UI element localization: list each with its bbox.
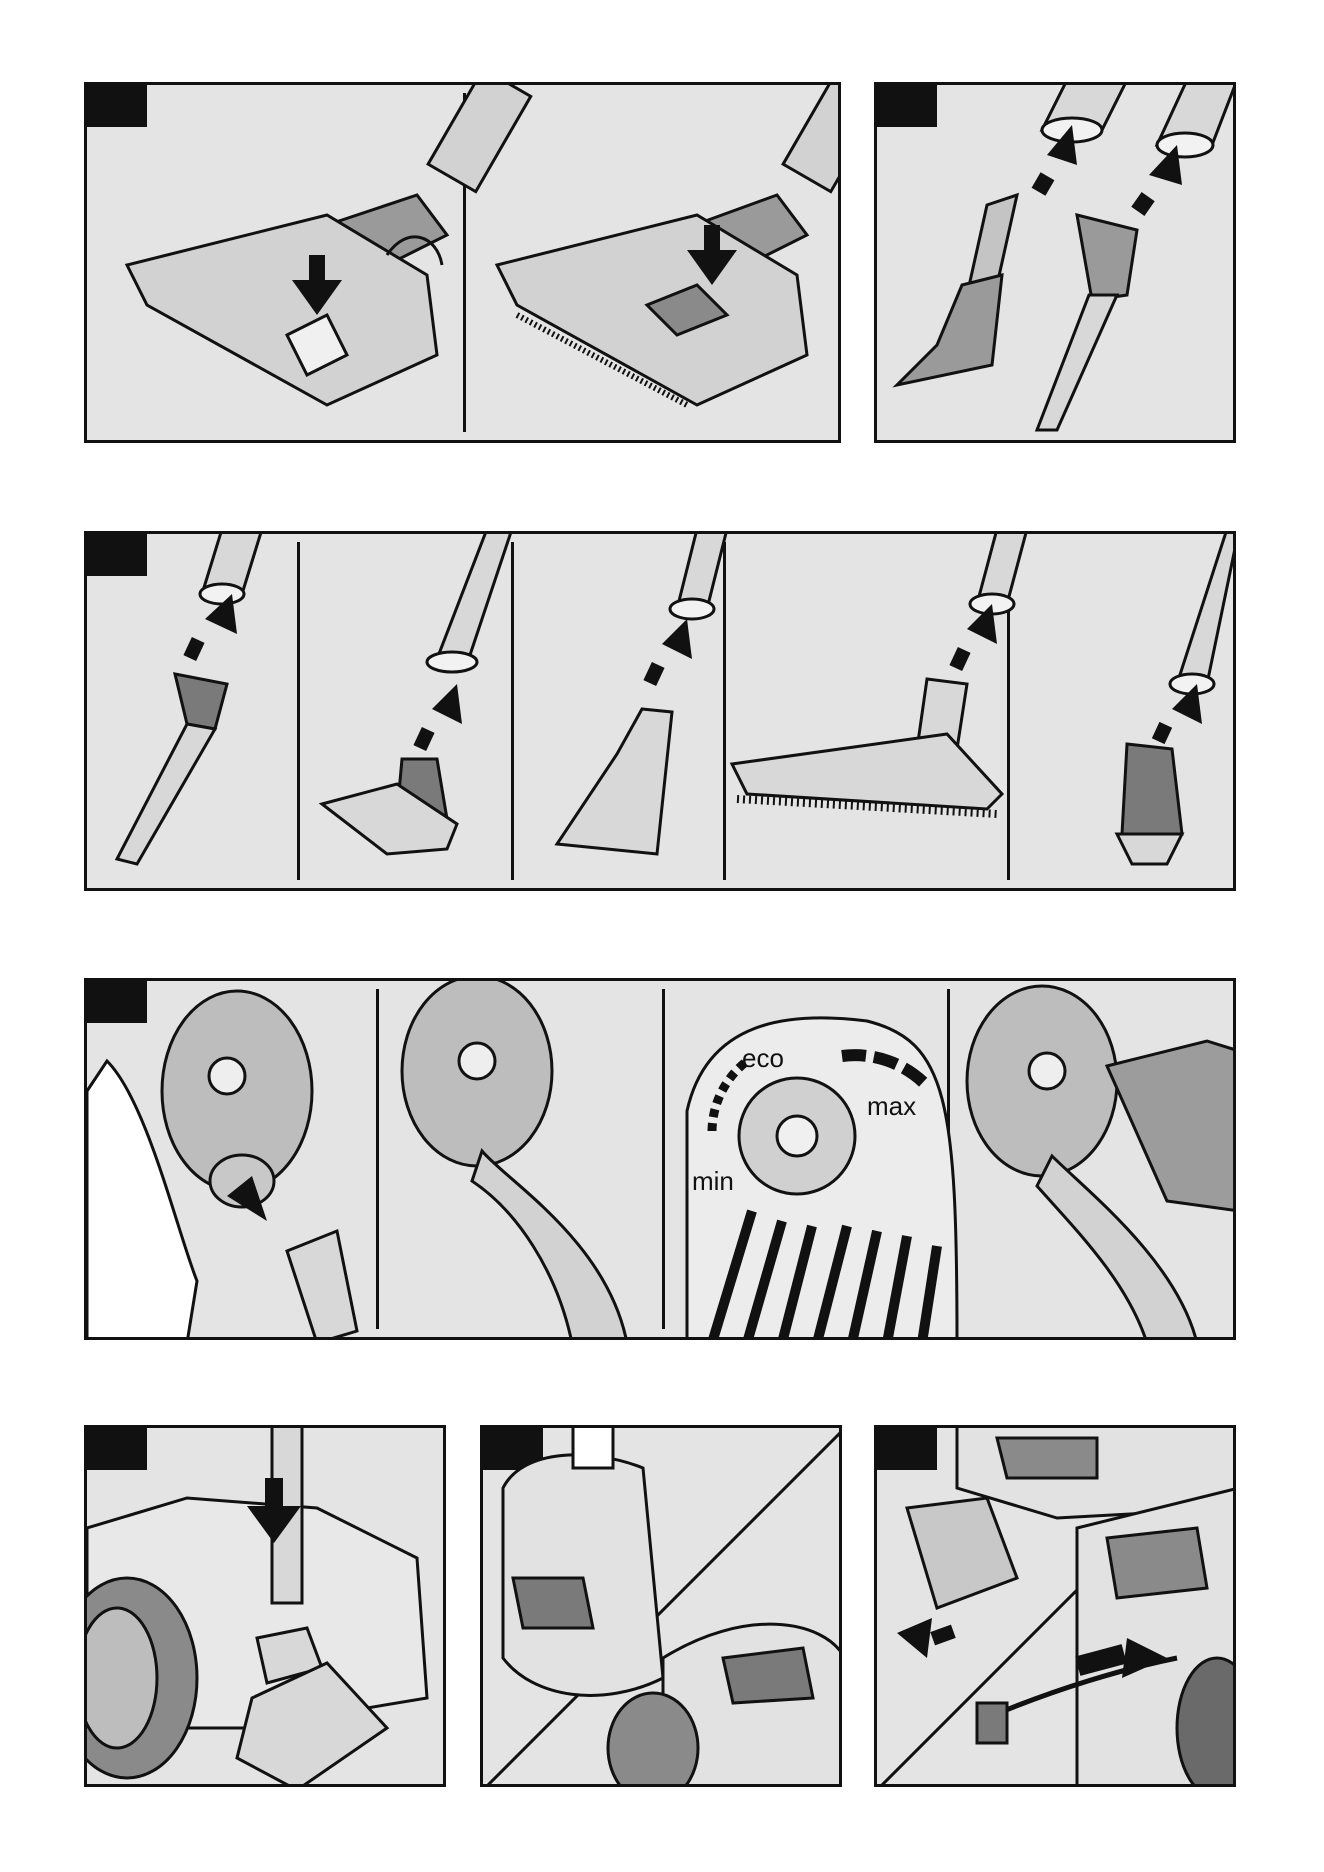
parking-position-illustration	[87, 1428, 446, 1787]
figure-suction-control: eco max min	[84, 978, 1236, 1340]
figure-crevice-tool-attach	[874, 82, 1236, 443]
dial-label-min: min	[692, 1166, 734, 1197]
dial-label-eco: eco	[742, 1043, 784, 1074]
figure-parking-position	[84, 1425, 446, 1787]
figure-accessory-tools	[84, 531, 1236, 891]
figure-carrying-storage	[480, 1425, 842, 1787]
accessory-tools-illustration	[87, 534, 1236, 891]
figure-floor-nozzle-switch	[84, 82, 841, 443]
crevice-tool-illustration	[877, 85, 1236, 443]
carrying-storage-illustration	[483, 1428, 842, 1787]
figure-cord-rewind	[874, 1425, 1236, 1787]
suction-control-illustration	[87, 981, 1236, 1340]
cord-rewind-illustration	[877, 1428, 1236, 1787]
floor-nozzle-illustration	[87, 85, 841, 443]
dial-label-max: max	[867, 1091, 916, 1122]
